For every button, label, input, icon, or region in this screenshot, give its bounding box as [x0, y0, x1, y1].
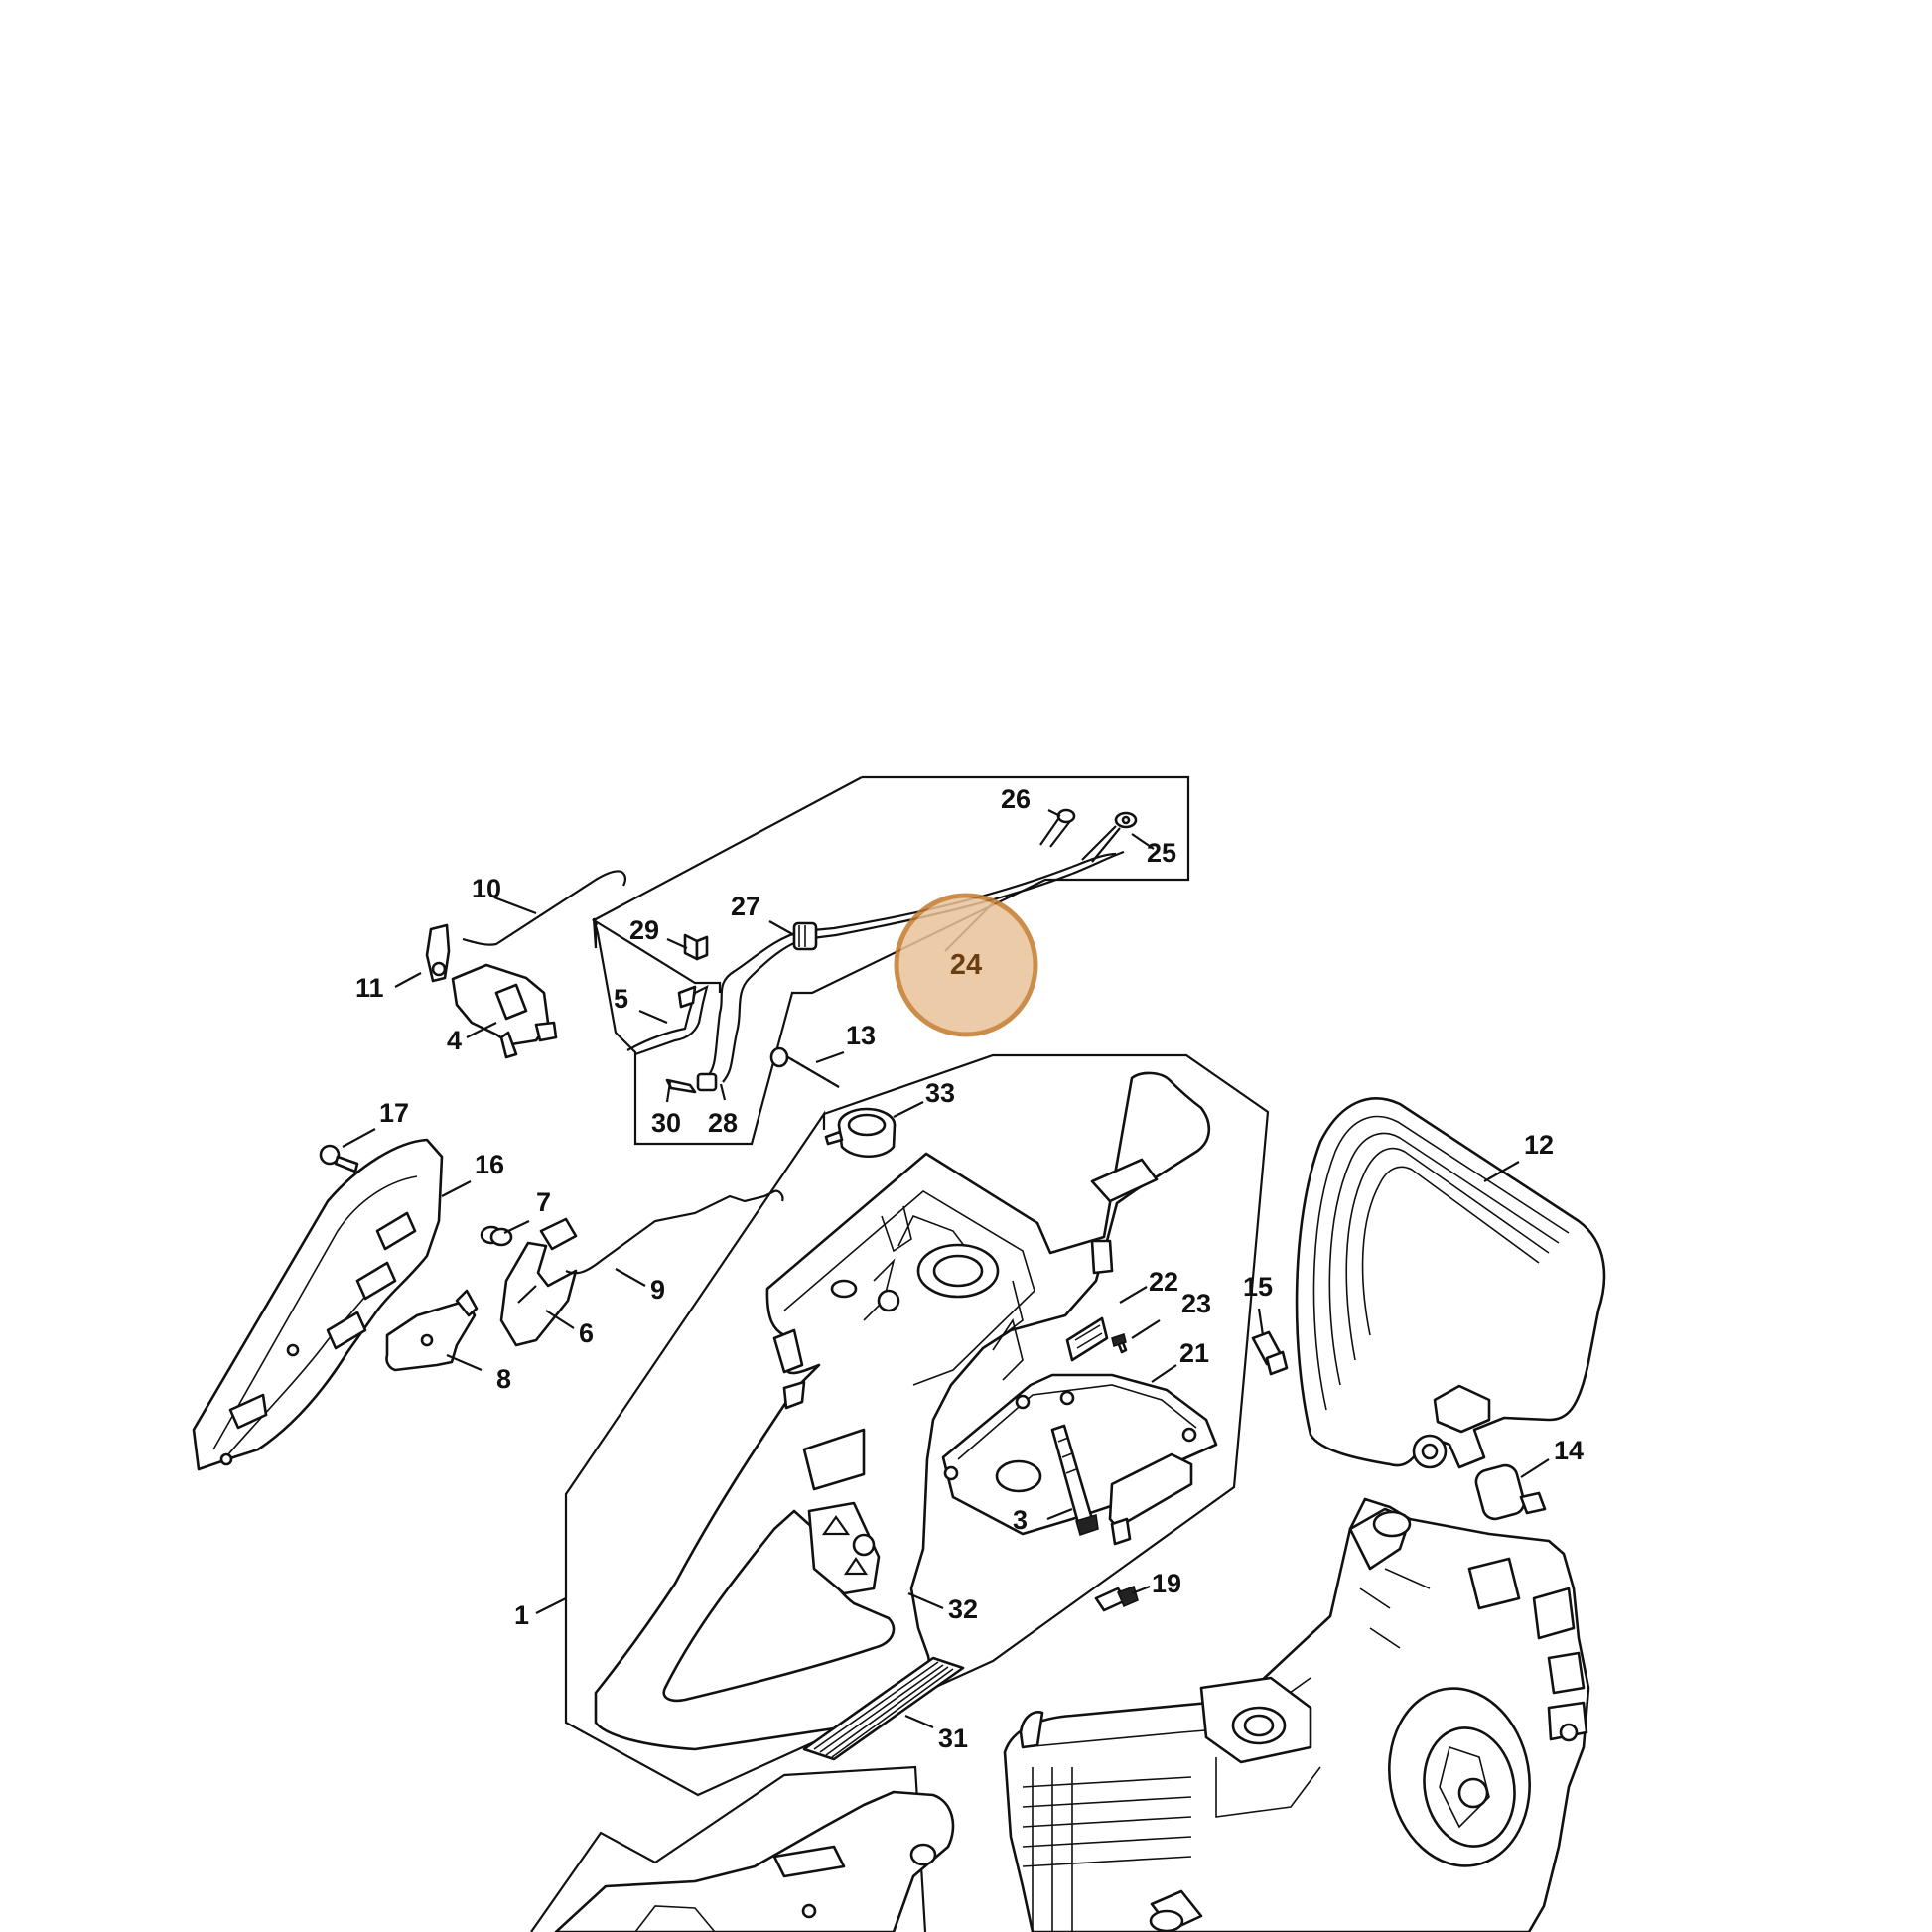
- screw-3: [1050, 1424, 1099, 1536]
- buffer-33: [824, 1107, 897, 1158]
- callout-5[interactable]: 5: [614, 984, 628, 1014]
- leader-28: [719, 1083, 727, 1101]
- handle-housing-group-outline: [564, 1053, 1270, 1797]
- leader-33: [893, 1101, 924, 1118]
- engine-crankcase: [1003, 1497, 1590, 1932]
- leader-27: [768, 920, 795, 936]
- throttle-rod-9: [565, 1189, 784, 1275]
- leader-23: [1131, 1319, 1161, 1339]
- callout-10[interactable]: 10: [472, 874, 501, 903]
- leader-3: [1046, 1507, 1073, 1521]
- callout-13[interactable]: 13: [846, 1021, 876, 1050]
- leader-4: [466, 1022, 497, 1038]
- callout-27[interactable]: 27: [731, 892, 760, 921]
- leader-22: [1119, 1286, 1148, 1304]
- callout-32[interactable]: 32: [948, 1594, 978, 1624]
- spring-13: [769, 1046, 840, 1088]
- leader-32: [907, 1591, 944, 1610]
- callout-15[interactable]: 15: [1243, 1272, 1273, 1302]
- callout-19[interactable]: 19: [1152, 1569, 1181, 1598]
- callout-31[interactable]: 31: [938, 1724, 968, 1753]
- screw-17: [319, 1144, 359, 1173]
- lower-housing: [554, 1790, 955, 1932]
- buffer-14: [1474, 1463, 1547, 1521]
- throttle-trigger-6: [499, 1217, 578, 1347]
- callout-29[interactable]: 29: [629, 915, 659, 945]
- callout-8[interactable]: 8: [496, 1364, 511, 1394]
- leader-1: [535, 1597, 567, 1614]
- leader-15: [1257, 1308, 1265, 1336]
- side-cover-16: [192, 1138, 444, 1471]
- callout-labels: 24 26 25 27 29 10 11 4 5 13 30 28 33 17 …: [355, 784, 1584, 1753]
- leader-13: [815, 1050, 845, 1064]
- leader-10: [493, 896, 537, 915]
- contact-spring-5: [626, 984, 709, 1056]
- callout-4[interactable]: 4: [447, 1026, 462, 1055]
- wiring-harness-group-outline: [591, 775, 1190, 1146]
- callout-22[interactable]: 22: [1149, 1267, 1178, 1297]
- leader-8: [446, 1353, 483, 1372]
- callout-17[interactable]: 17: [379, 1098, 409, 1128]
- leader-12: [1483, 1161, 1520, 1182]
- leader-17: [342, 1128, 376, 1148]
- leader-26: [1047, 809, 1061, 817]
- leader-25: [1131, 833, 1155, 850]
- callout-28[interactable]: 28: [708, 1108, 738, 1138]
- leader-29: [666, 937, 688, 950]
- leader-16: [441, 1180, 472, 1197]
- screw-23: [1111, 1333, 1128, 1354]
- callout-12[interactable]: 12: [1524, 1130, 1554, 1160]
- callout-14[interactable]: 14: [1554, 1436, 1584, 1465]
- leader-14: [1520, 1458, 1550, 1478]
- leader-31: [904, 1714, 934, 1729]
- throttle-rod-10: [462, 870, 627, 946]
- callout-25[interactable]: 25: [1147, 838, 1176, 868]
- callout-21[interactable]: 21: [1179, 1338, 1209, 1368]
- callout-7[interactable]: 7: [536, 1187, 551, 1217]
- rear-handle-housing-1: [594, 1071, 1210, 1751]
- leader-9: [615, 1268, 646, 1287]
- leader-11: [394, 972, 422, 988]
- leader-19: [1131, 1585, 1151, 1595]
- screw-19: [1094, 1586, 1139, 1612]
- callout-26[interactable]: 26: [1001, 784, 1031, 814]
- leader-7: [503, 1220, 530, 1234]
- callout-6[interactable]: 6: [579, 1318, 594, 1348]
- leader-lines: [342, 809, 1550, 1729]
- leader-21: [1151, 1364, 1177, 1383]
- callout-23[interactable]: 23: [1181, 1289, 1211, 1318]
- callout-11[interactable]: 11: [355, 973, 384, 1003]
- leader-6: [545, 1310, 575, 1329]
- handlebar-12: [1295, 1097, 1606, 1469]
- gasket-21: [941, 1316, 1218, 1546]
- callout-1[interactable]: 1: [514, 1600, 529, 1630]
- leader-5: [638, 1009, 668, 1025]
- intake-screen-31: [802, 1656, 965, 1761]
- switch-shaft-assembly: [425, 923, 558, 1059]
- callout-3[interactable]: 3: [1013, 1505, 1028, 1535]
- callout-9[interactable]: 9: [650, 1275, 665, 1305]
- screw-15: [1251, 1330, 1289, 1376]
- trigger-interlock-8: [385, 1289, 479, 1372]
- callout-30[interactable]: 30: [651, 1108, 681, 1138]
- leader-30: [665, 1081, 672, 1103]
- callout-16[interactable]: 16: [475, 1150, 504, 1179]
- highlight-marker[interactable]: [894, 893, 1038, 1037]
- spring-7: [480, 1225, 513, 1247]
- callout-33[interactable]: 33: [925, 1078, 955, 1108]
- callout-24[interactable]: 24: [950, 949, 982, 981]
